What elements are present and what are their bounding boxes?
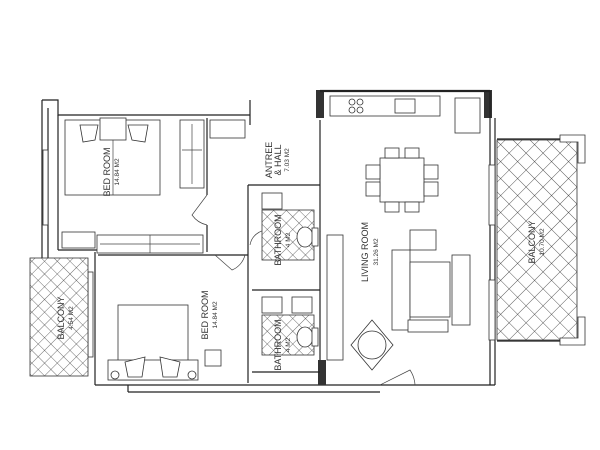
area-bedroom-bottom: 14.84 M2 xyxy=(212,301,219,328)
label-hall-line1: ANTREE xyxy=(264,142,274,179)
wardrobe-top xyxy=(179,119,246,189)
label-bathroom-bottom: BATHROOM xyxy=(273,319,283,370)
bathroom-top-fixtures xyxy=(261,192,319,261)
area-bedroom-top: 14.84 M2 xyxy=(114,158,121,185)
kitchen-counter xyxy=(329,95,481,134)
balcony-right xyxy=(496,134,586,346)
armchair-round xyxy=(350,319,394,371)
area-hall: 7.03 M2 xyxy=(284,148,291,172)
label-bedroom-top: BED ROOM xyxy=(102,147,112,196)
label-living-room: LIVING ROOM xyxy=(360,222,370,282)
label-bedroom-bottom: BED ROOM xyxy=(200,290,210,339)
area-balcony-right: 10.70 M2 xyxy=(539,228,546,255)
wardrobe-row xyxy=(61,231,204,254)
tv-unit xyxy=(326,234,344,361)
area-bathroom-top: 4 M2 xyxy=(285,232,292,247)
label-balcony-left: BALCONY xyxy=(56,296,66,339)
exterior-walls xyxy=(41,89,496,393)
bed-top xyxy=(64,117,161,196)
label-hall-line2: & HALL xyxy=(273,144,283,175)
bathroom-bottom-fixtures xyxy=(261,296,319,356)
bed-bottom xyxy=(107,304,222,381)
area-bathroom-bottom: 4 M2 xyxy=(285,337,292,352)
balcony-left xyxy=(29,257,89,377)
area-balcony-left: 4.54 M2 xyxy=(68,306,75,330)
room-labels: BED ROOM 14.84 M2 BED ROOM 14.84 M2 ANTR… xyxy=(56,142,546,371)
interior-walls xyxy=(57,115,416,386)
dining-table xyxy=(365,147,439,213)
label-balcony-right: BALCONY xyxy=(527,220,537,263)
sofa-set xyxy=(391,229,471,333)
area-living-room: 31.26 M2 xyxy=(373,238,380,265)
label-bathroom-top: BATHROOM xyxy=(273,214,283,265)
